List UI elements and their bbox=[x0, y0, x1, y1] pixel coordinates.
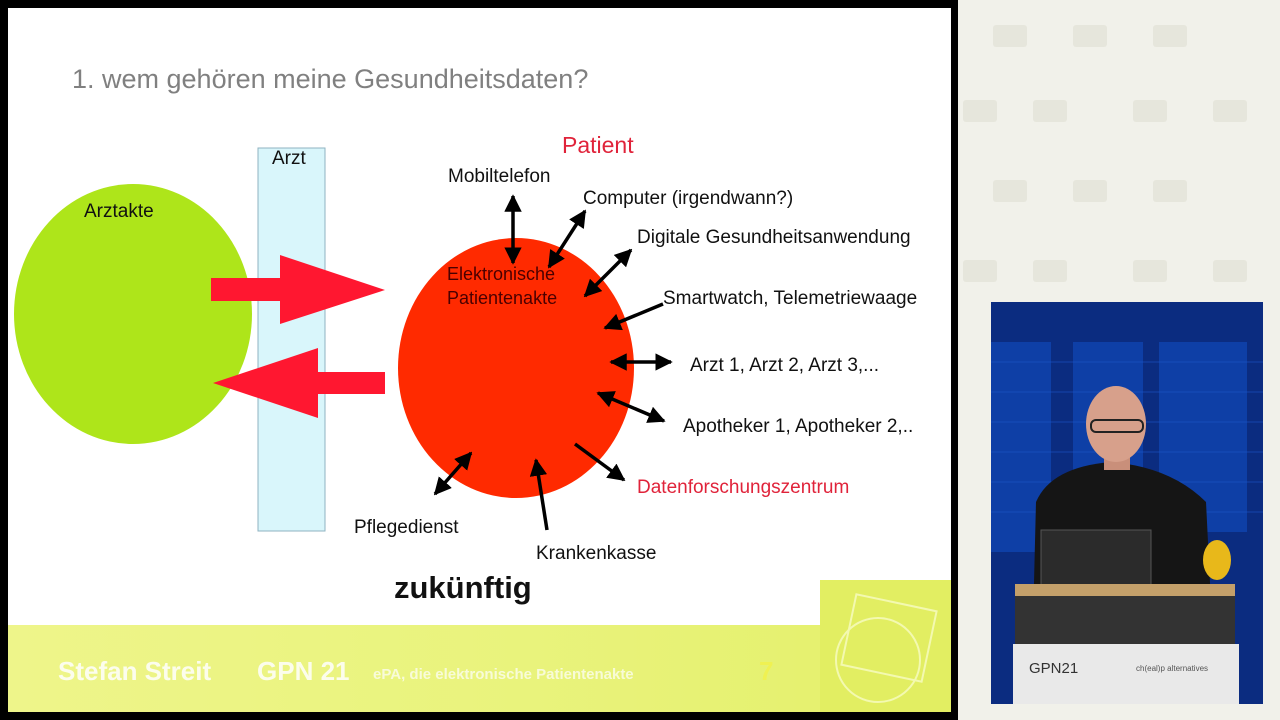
pattern-chip bbox=[1033, 100, 1067, 122]
pattern-chip bbox=[1133, 260, 1167, 282]
podium-sublabel: ch(eal)p alternatives bbox=[1136, 664, 1209, 673]
arrow-digital-app bbox=[583, 248, 633, 298]
pattern-chip bbox=[993, 25, 1027, 47]
label-care: Pflegedienst bbox=[354, 517, 459, 538]
pattern-chip bbox=[1033, 260, 1067, 282]
arzt-bar bbox=[257, 147, 326, 532]
label-doctors: Arzt 1, Arzt 2, Arzt 3,... bbox=[690, 355, 880, 376]
slide-title: 1. wem gehören meine Gesundheitsdaten? bbox=[72, 64, 589, 94]
pattern-chip bbox=[1213, 100, 1247, 122]
arrow-insurance bbox=[529, 458, 549, 531]
pattern-chip bbox=[1153, 25, 1187, 47]
connection-arrows bbox=[433, 194, 673, 531]
label-mobile: Mobiltelefon bbox=[448, 166, 551, 187]
pattern-chip bbox=[1153, 180, 1187, 202]
footer-event: GPN 21 bbox=[257, 656, 350, 686]
footer-decoration bbox=[820, 580, 951, 712]
footer-author: Stefan Streit bbox=[58, 656, 212, 686]
arrow-research bbox=[573, 442, 626, 482]
label-digital-app: Digitale Gesundheitsanwendung bbox=[637, 227, 911, 248]
pattern-chip bbox=[1073, 25, 1107, 47]
label-insurance: Krankenkasse bbox=[536, 543, 657, 564]
label-pharmacists: Apotheker 1, Apotheker 2,.. bbox=[683, 416, 914, 437]
label-research: Datenforschungszentrum bbox=[637, 477, 850, 498]
arrow-computer bbox=[547, 209, 587, 269]
red-arrow-right bbox=[211, 255, 385, 324]
slide-footer: Stefan Streit GPN 21 ePA, die elektronis… bbox=[8, 625, 951, 712]
pattern-chip bbox=[1133, 100, 1167, 122]
presentation-slide: 1. wem gehören meine Gesundheitsdaten? A… bbox=[8, 8, 951, 712]
pattern-chip bbox=[1213, 260, 1247, 282]
decoration-shapes bbox=[835, 593, 938, 703]
emphasis-zukuenftig: zukünftig bbox=[394, 570, 532, 605]
pattern-chip bbox=[963, 100, 997, 122]
speaker-camera: GPN21 ch(eal)p alternatives bbox=[991, 302, 1263, 704]
podium-label: GPN21 bbox=[1029, 660, 1079, 677]
pattern-chip bbox=[993, 180, 1027, 202]
arzt-label: Arzt bbox=[272, 148, 306, 169]
arrow-pharmacists bbox=[596, 391, 666, 423]
pattern-chip bbox=[1073, 180, 1107, 202]
speaker-scene bbox=[991, 302, 1263, 704]
arztakte-label: Arztakte bbox=[84, 201, 154, 222]
epa-label-line1: Elektronische bbox=[447, 264, 556, 284]
pattern-chip bbox=[963, 260, 997, 282]
diagram-graphics bbox=[14, 147, 673, 532]
arrow-care bbox=[433, 451, 473, 496]
patientenakte-circle bbox=[398, 238, 634, 498]
arrow-smartwatch bbox=[603, 302, 664, 331]
label-smartwatch: Smartwatch, Telemetriewaage bbox=[663, 288, 918, 309]
arztakte-circle bbox=[14, 184, 252, 444]
footer-page-number: 7 bbox=[759, 656, 774, 686]
epa-label-line2: Patientenakte bbox=[447, 288, 558, 308]
patient-heading: Patient bbox=[562, 132, 634, 158]
red-arrow-left bbox=[213, 348, 385, 418]
footer-subtitle: ePA, die elektronische Patientenakte bbox=[373, 666, 634, 683]
label-computer: Computer (irgendwann?) bbox=[583, 188, 794, 209]
